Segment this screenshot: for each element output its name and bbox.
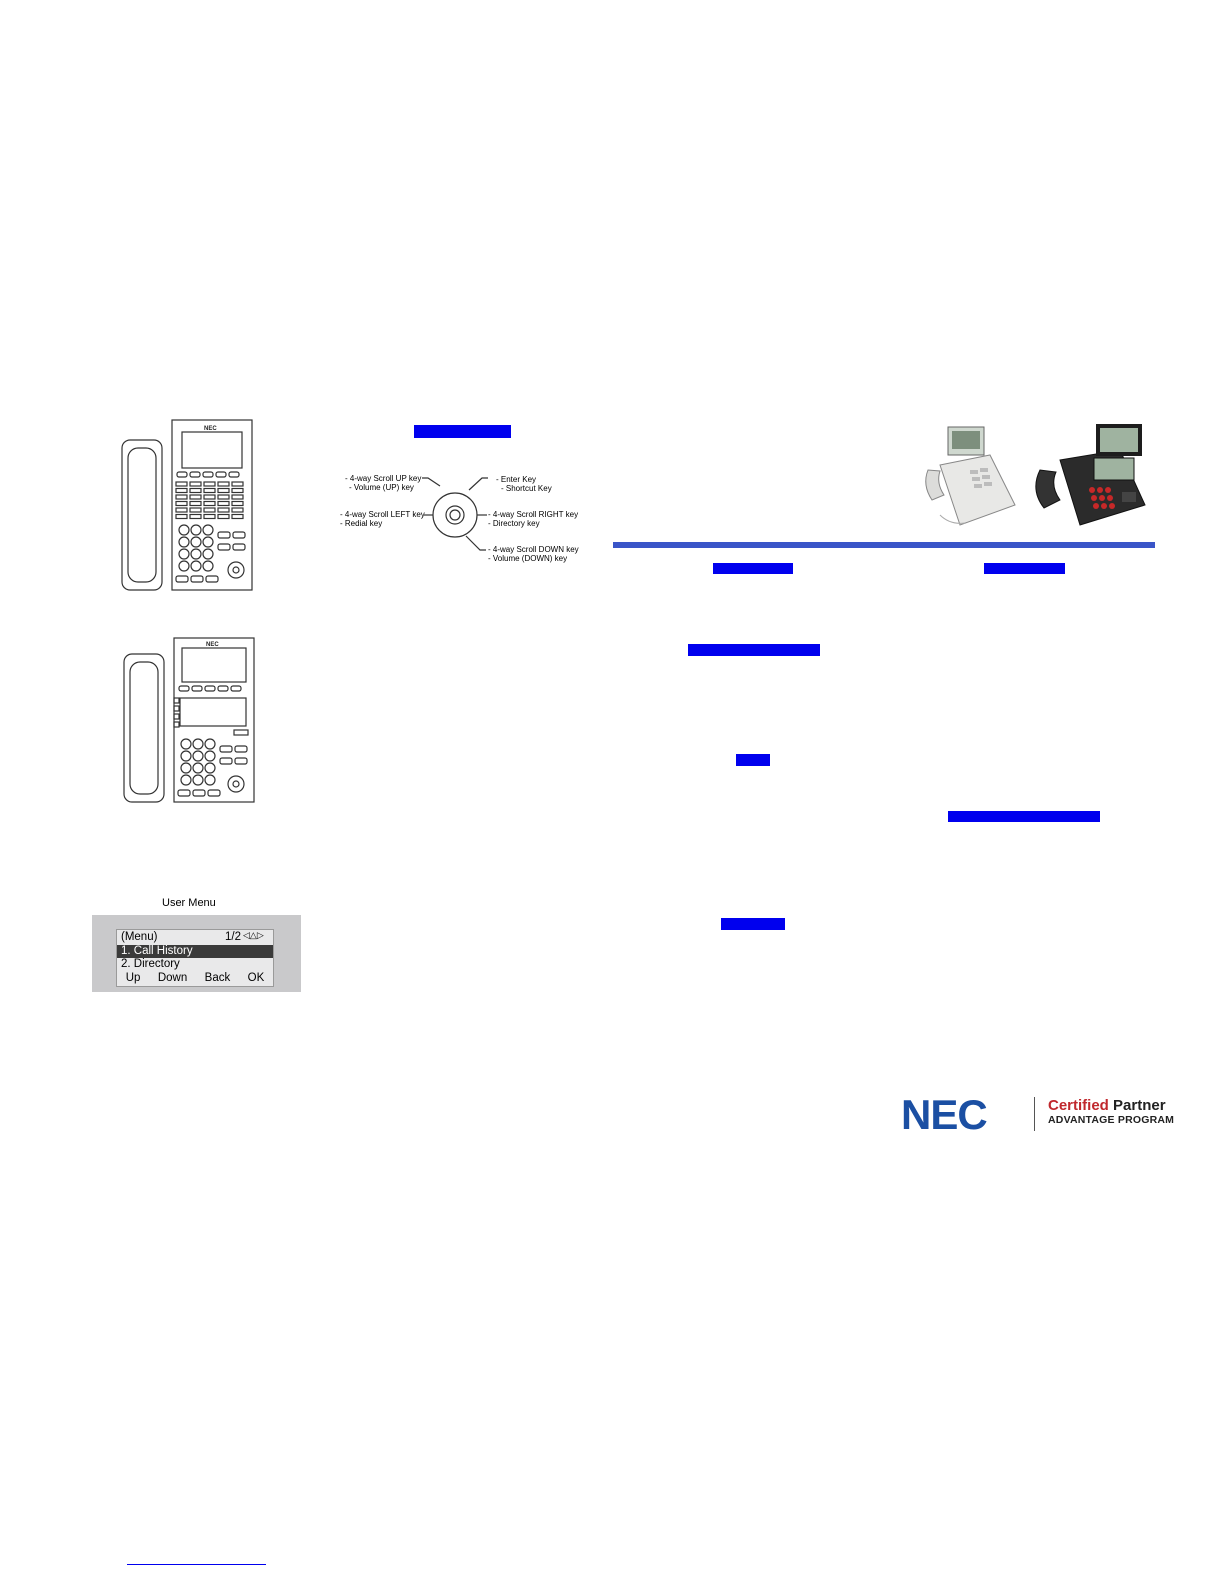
certified-word: Certified [1048, 1097, 1109, 1114]
line-key [175, 487, 188, 494]
line-key [175, 500, 188, 507]
label-redial-key: - Redial key [340, 519, 383, 528]
label-down-key: - 4-way Scroll DOWN key [488, 545, 579, 554]
menu-item-directory[interactable]: 2. Directory [121, 958, 180, 970]
phone-illustration-bottom: NEC [123, 637, 255, 803]
label-volume-up: - Volume (UP) key [349, 483, 414, 492]
line-key [175, 507, 188, 513]
line-key [231, 494, 244, 500]
menu-page-indicator: 1/2 [225, 931, 241, 943]
line-key [189, 507, 202, 513]
line-key [175, 513, 188, 520]
certified-partner-label: Certified Partner [1048, 1097, 1166, 1114]
line-key [217, 507, 230, 513]
line-key [189, 500, 202, 507]
line-key [203, 500, 216, 507]
line-key [217, 500, 230, 507]
navigation-key-diagram [422, 477, 488, 551]
logo-divider [1034, 1097, 1035, 1131]
highlight-bar [414, 425, 511, 438]
line-key [189, 494, 202, 500]
label-left-key: - 4-way Scroll LEFT key [340, 510, 425, 519]
line-key [175, 481, 188, 487]
line-key [203, 494, 216, 500]
softkey-back[interactable]: Back [204, 972, 231, 984]
label-enter-key: - Enter Key [496, 475, 537, 484]
highlight-bar [688, 644, 820, 656]
line-key [217, 513, 230, 520]
line-key [189, 487, 202, 494]
highlight-bar [948, 811, 1100, 822]
phone-photo-black [1035, 424, 1146, 526]
label-shortcut-key: - Shortcut Key [501, 484, 552, 493]
label-volume-down: - Volume (DOWN) key [488, 554, 568, 563]
highlight-bar [736, 754, 770, 766]
softkey-ok[interactable]: OK [247, 972, 265, 984]
menu-item-call-history[interactable]: 1. Call History [117, 945, 273, 958]
label-right-key: - 4-way Scroll RIGHT key [488, 510, 579, 519]
menu-header-row: (Menu) 1/2 ◁△▷ [117, 930, 273, 944]
nec-logo: NEC [901, 1091, 988, 1138]
line-key [231, 507, 244, 513]
scroll-arrows-icon: ◁△▷ [243, 930, 264, 940]
phone-photo-white [925, 426, 1016, 526]
line-key [217, 494, 230, 500]
line-key [189, 513, 202, 520]
line-key [203, 513, 216, 520]
highlight-bar [721, 918, 785, 930]
line-key [203, 481, 216, 487]
line-key [189, 481, 202, 487]
user-menu-display: (Menu) 1/2 ◁△▷ 1. Call History 2. Direct… [116, 929, 274, 987]
user-menu-screen: (Menu) 1/2 ◁△▷ 1. Call History 2. Direct… [92, 915, 301, 992]
line-key [217, 487, 230, 494]
line-key [231, 500, 244, 507]
label-directory-key: - Directory key [488, 519, 540, 528]
phone-illustration-top: NEC [121, 419, 253, 591]
svg-text:NEC: NEC [206, 642, 219, 648]
line-key [175, 494, 188, 500]
menu-softkeys: Up Down Back OK [117, 972, 273, 986]
advantage-program-label: ADVANTAGE PROGRAM [1048, 1114, 1175, 1126]
line-key [231, 513, 244, 520]
footer-link-underline[interactable] [127, 1564, 266, 1565]
menu-header: (Menu) [121, 931, 158, 943]
highlight-bar [984, 563, 1065, 574]
user-menu-caption: User Menu [162, 897, 216, 909]
line-key [217, 481, 230, 487]
line-key [231, 487, 244, 494]
label-up-key: - 4-way Scroll UP key [345, 474, 422, 483]
line-key [231, 481, 244, 487]
section-divider [613, 542, 1155, 548]
softkey-up[interactable]: Up [125, 972, 141, 984]
highlight-bar [713, 563, 793, 574]
line-key [203, 507, 216, 513]
partner-word: Partner [1113, 1097, 1166, 1114]
softkey-down[interactable]: Down [157, 972, 188, 984]
line-key [203, 487, 216, 494]
svg-text:NEC: NEC [204, 426, 217, 432]
